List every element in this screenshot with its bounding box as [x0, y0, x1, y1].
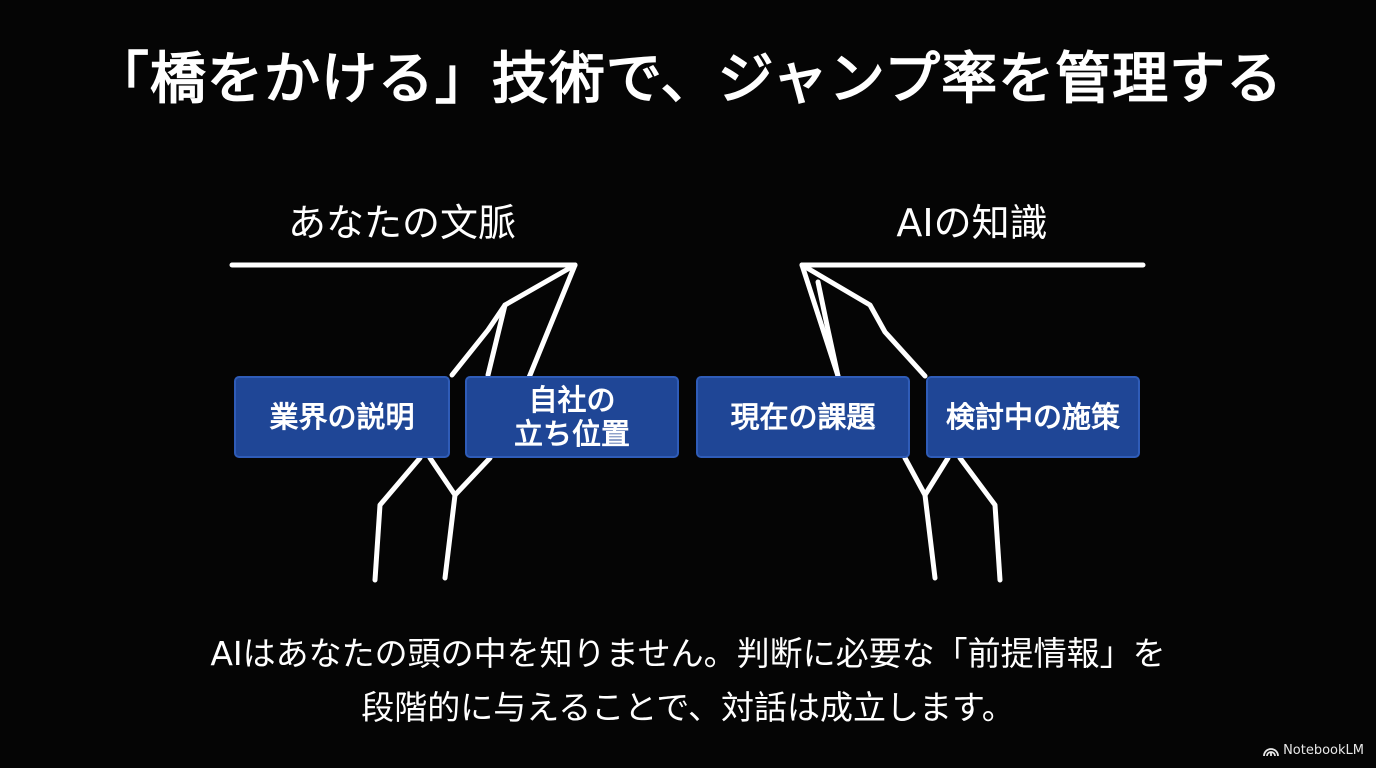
left-cliff-label: あなたの文脈 — [287, 201, 516, 245]
context-box-issues-label: 現在の課題 — [730, 400, 876, 434]
caption-line-2: 段階的に与えることで、対話は成立します。 — [361, 688, 1015, 727]
context-box-position-label: 自社の 立ち位置 — [513, 383, 630, 451]
right-cliff-lower-inner — [902, 455, 938, 581]
right-cliff-outline — [799, 262, 928, 379]
caption-line-1: AIはあなたの頭の中を知りません。判断に必要な「前提情報」を — [210, 634, 1166, 673]
context-box-measures-label: 検討中の施策 — [945, 400, 1120, 434]
left-cliff-lower-inner — [427, 455, 458, 581]
context-box-issues: 現在の課題 — [696, 376, 910, 458]
context-box-position: 自社の 立ち位置 — [465, 376, 679, 458]
context-box-measures: 検討中の施策 — [926, 376, 1140, 458]
left-cliff-face — [485, 302, 508, 378]
context-box-industry: 業界の説明 — [234, 376, 450, 458]
left-cliff-inner-line — [525, 262, 578, 383]
right-cliff-lower-outline — [957, 455, 1003, 583]
right-cliff-lower-left — [922, 455, 951, 498]
right-cliff-face — [815, 279, 841, 379]
slide-title: 「橋をかける」技術で、ジャンプ率を管理する — [92, 47, 1284, 112]
left-cliff-outline — [449, 262, 578, 378]
watermark-text: NotebookLM — [1283, 743, 1364, 758]
left-cliff-lower-outline — [372, 455, 423, 583]
right-cliff-label: AIの知識 — [896, 201, 1048, 245]
notebooklm-logo-icon — [1263, 747, 1279, 756]
left-cliff-lower-right — [452, 455, 493, 498]
notebooklm-watermark: NotebookLM — [1263, 743, 1364, 758]
context-box-industry-label: 業界の説明 — [269, 400, 415, 434]
